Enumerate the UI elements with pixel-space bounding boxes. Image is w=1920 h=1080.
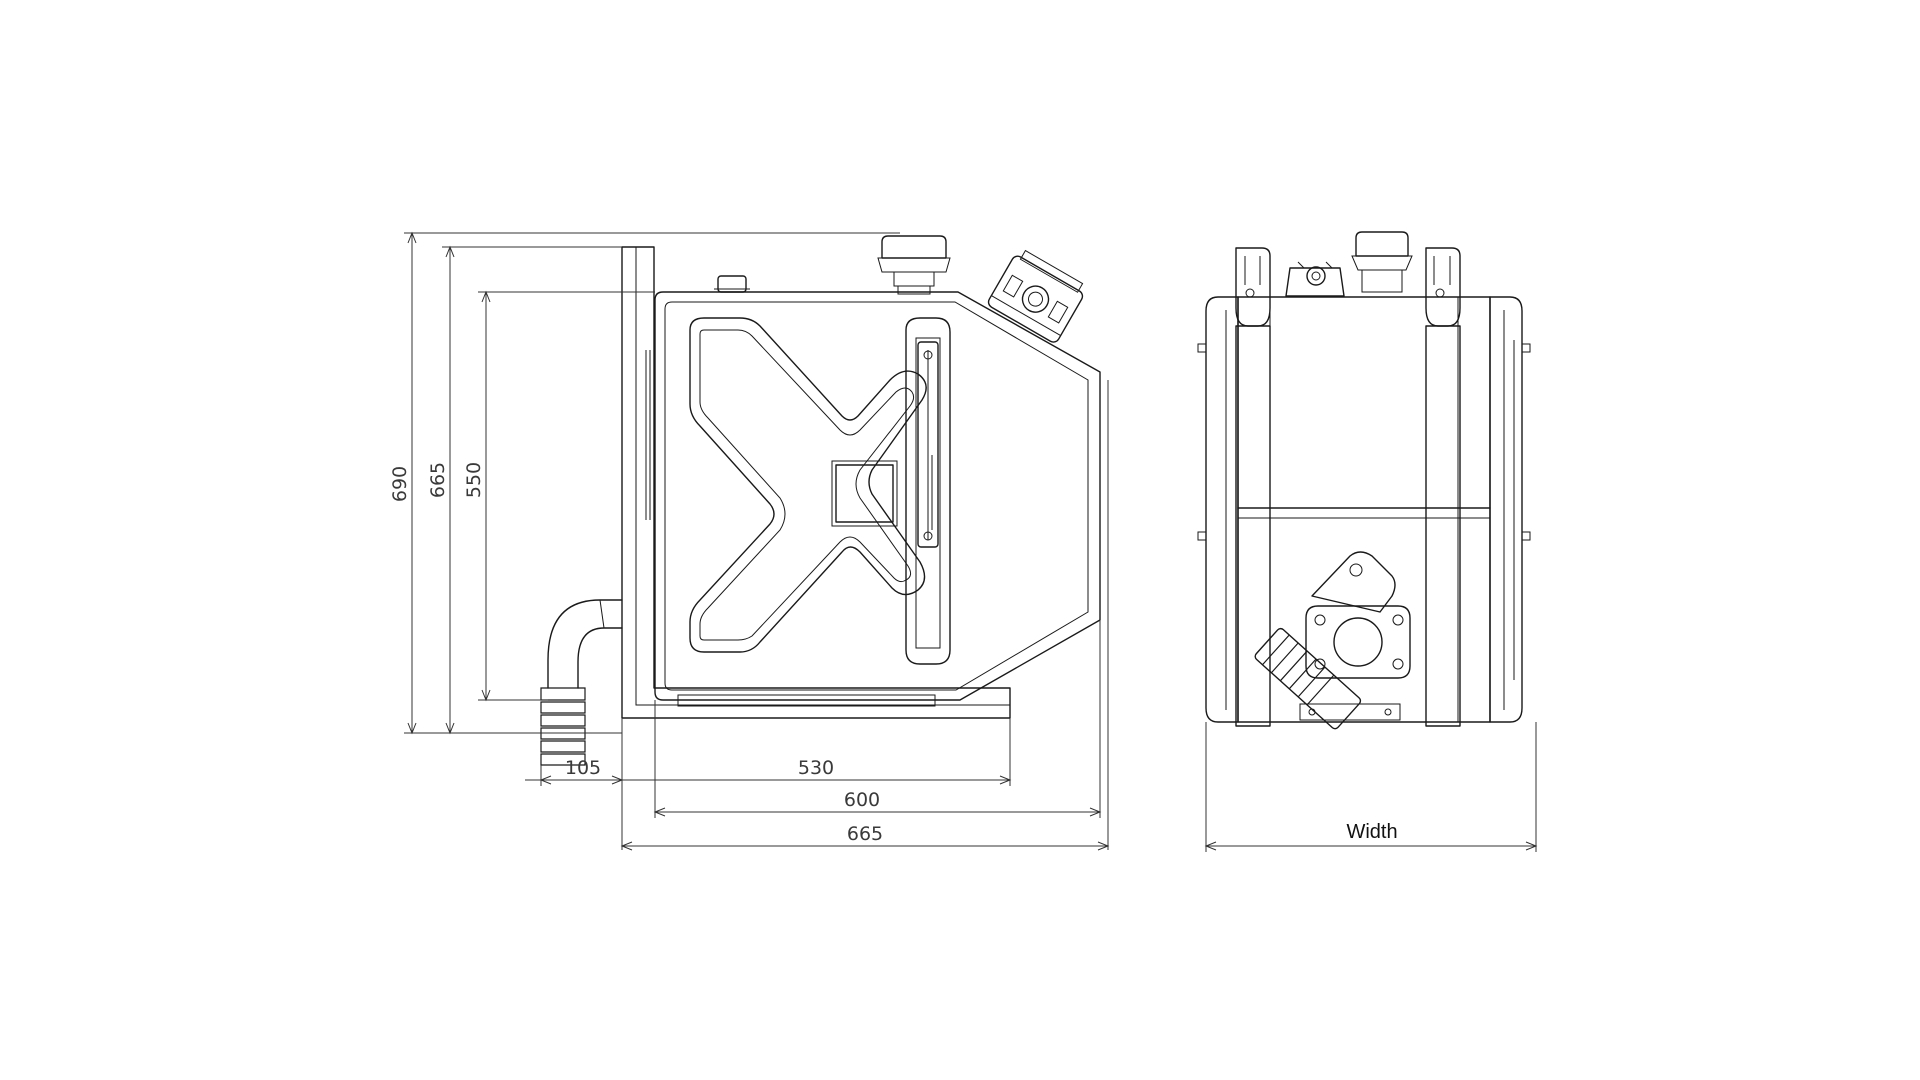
suction-hose: [1254, 627, 1362, 730]
front-view: [1197, 231, 1531, 730]
dim-depth-offset: 105: [565, 757, 601, 779]
dim-height-body: 665: [427, 462, 449, 498]
left-strap: [1235, 247, 1271, 727]
front-breather: [1285, 261, 1345, 297]
rear-bracket: [621, 246, 1011, 719]
top-plug: [714, 275, 750, 293]
dimension-labels: 690 665 550 105 530 600 665 Width: [389, 462, 1398, 845]
dim-height-inner: 550: [463, 462, 485, 498]
right-strap: [1425, 247, 1461, 727]
filler-cap: [877, 235, 951, 295]
dimension-lines: [404, 231, 1538, 852]
suction-elbow: [540, 599, 623, 766]
dim-width-label: Width: [1346, 821, 1397, 843]
breather-valve: [987, 249, 1084, 343]
front-filler-cap: [1351, 231, 1413, 293]
dim-height-total: 690: [389, 466, 411, 502]
side-view: [540, 235, 1101, 766]
dim-depth-body: 600: [844, 789, 880, 811]
tank-body: [645, 291, 1101, 707]
suction-port: [1305, 551, 1411, 679]
dim-depth-base: 530: [798, 757, 834, 779]
x-stiffener: [689, 317, 951, 665]
dim-depth-total: 665: [847, 823, 883, 845]
